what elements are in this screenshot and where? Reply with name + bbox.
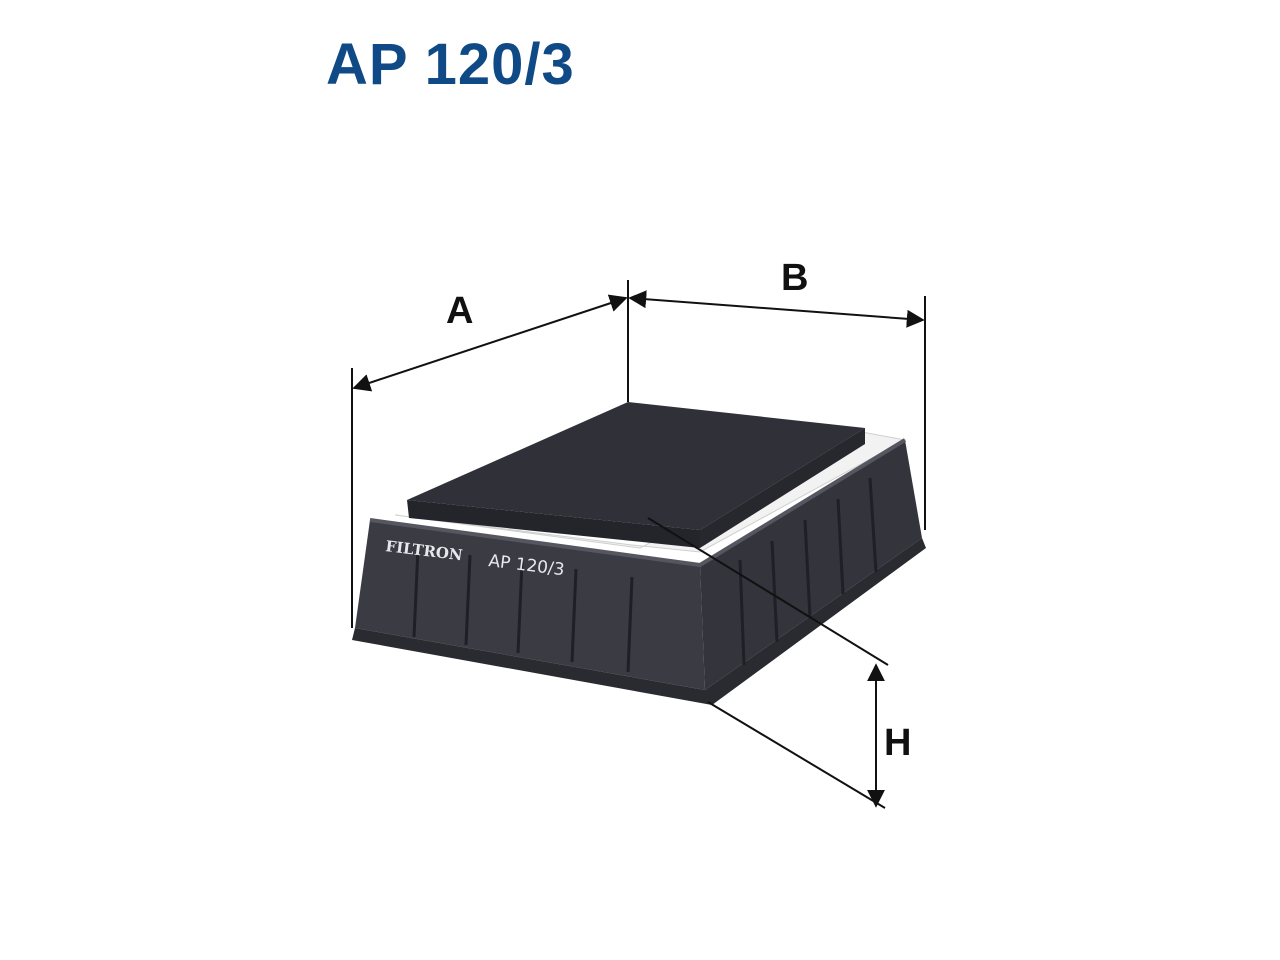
air-filter-illustration: FILTRON AP 120/3 xyxy=(352,402,926,705)
dimension-lines xyxy=(351,280,926,809)
dimension-h-label: H xyxy=(884,722,911,764)
frame-side-face xyxy=(700,440,922,690)
frame-ribs-front xyxy=(412,547,634,673)
dimension-a-label: A xyxy=(446,290,473,332)
page-title: AP 120/3 xyxy=(326,32,575,97)
frame-front-face xyxy=(355,520,705,690)
dimension-b-arrow xyxy=(628,290,925,328)
dimension-b-label: B xyxy=(781,257,808,299)
dimension-a-arrow xyxy=(352,294,628,392)
frame-ribs-side xyxy=(738,477,878,666)
foam-pad-top xyxy=(407,402,865,530)
